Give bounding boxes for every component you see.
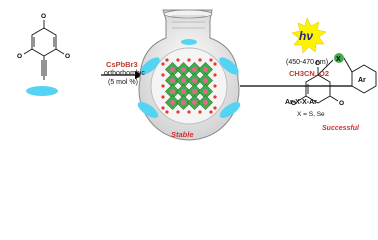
cs-cation: [170, 67, 175, 72]
br-anion: [213, 106, 217, 110]
catalyst-phase: orthorhombic: [104, 70, 145, 77]
round-bottom-flask: [138, 9, 240, 141]
reaction-scheme: O O O X Ar O O O: [17, 9, 377, 141]
aryl-ar-label: Ar: [358, 77, 366, 84]
light-symbol: hν: [299, 29, 314, 43]
x-definition: X = S, Se: [297, 111, 325, 118]
cs-cation: [170, 100, 175, 105]
dispersion-discs: [137, 39, 241, 119]
wavelength-label: (450-470 nm): [286, 59, 329, 66]
product-molecule: [297, 57, 377, 104]
br-anion: [176, 58, 180, 62]
result-label: Successful: [322, 125, 359, 132]
cs-cation: [181, 89, 186, 94]
cs-cation: [192, 100, 197, 105]
br-anion: [209, 58, 213, 62]
cs-cation: [203, 78, 208, 83]
br-anion: [209, 110, 213, 114]
br-anion: [161, 62, 165, 66]
methoxy-o-right: O: [65, 53, 70, 60]
cs-cation: [181, 67, 186, 72]
methoxy-o-top: O: [41, 13, 46, 20]
cs-cation: [203, 67, 208, 72]
cs-cation: [192, 89, 197, 94]
substrate-disc: [26, 86, 58, 96]
br-anion: [176, 110, 180, 114]
br-anion: [187, 110, 191, 114]
product-o-right: O: [339, 100, 344, 107]
br-anion: [161, 84, 165, 88]
cspbbr3-crystal-lattice: [161, 58, 217, 114]
br-anion: [161, 73, 165, 77]
catalyst-loading: (5 mol %): [108, 79, 138, 86]
br-anion: [213, 62, 217, 66]
cs-cation: [181, 100, 186, 105]
solvent-oxidant-label: CH3CN, O2: [289, 69, 330, 78]
cs-cation: [170, 89, 175, 94]
chalcogen-atom-highlight: [334, 53, 344, 63]
cs-cation: [170, 78, 175, 83]
diaryl-dichalcogenide-reagent: Ar-X-X-Ar: [285, 99, 317, 106]
br-anion: [213, 95, 217, 99]
cs-cation: [192, 78, 197, 83]
chalcogen-x-label: X: [336, 56, 341, 63]
cs-cation: [192, 67, 197, 72]
cs-cation: [203, 89, 208, 94]
trimethoxy-phenylacetylene: [23, 20, 65, 80]
br-anion: [213, 73, 217, 77]
product-o-top: O: [315, 60, 320, 67]
br-anion: [165, 58, 169, 62]
br-anion: [161, 106, 165, 110]
light-sun-icon: [291, 17, 327, 54]
methoxy-o-left: O: [17, 53, 22, 60]
cs-cation: [203, 100, 208, 105]
br-anion: [165, 110, 169, 114]
br-anion: [198, 58, 202, 62]
catalyst-name: CsPbBr3: [106, 60, 138, 69]
br-anion: [187, 58, 191, 62]
flask-status-label: Stable: [171, 130, 194, 139]
br-anion: [198, 110, 202, 114]
product-o-left: O: [291, 100, 296, 107]
br-anion: [161, 95, 165, 99]
cs-cation: [181, 78, 186, 83]
br-anion: [213, 84, 217, 88]
